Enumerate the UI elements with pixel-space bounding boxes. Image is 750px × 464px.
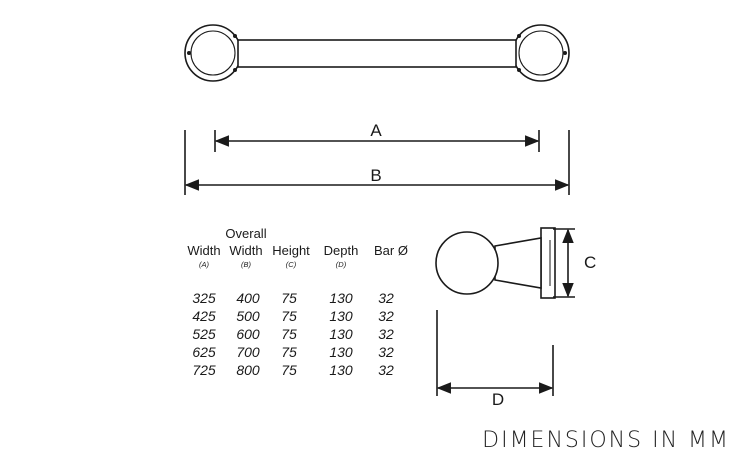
- standoff: [494, 237, 542, 289]
- table-cell: 130: [329, 344, 353, 360]
- header-sub-a: (A): [199, 260, 209, 269]
- table-cell: 75: [281, 344, 297, 360]
- bar-section: [435, 231, 499, 295]
- table-cell: 75: [281, 326, 297, 342]
- table-cell: 700: [236, 344, 260, 360]
- right-flange-outer: [512, 24, 570, 82]
- table-cell: 32: [378, 326, 394, 342]
- left-flange-inner: [190, 30, 236, 76]
- dimension-b: [184, 130, 570, 195]
- bar-top-view: [184, 24, 570, 82]
- table-cell: 600: [236, 326, 260, 342]
- table-cell: 625: [192, 344, 216, 360]
- screw-mark: [233, 68, 237, 72]
- table-cell: 800: [236, 362, 260, 378]
- footer-caption: DIMENSIONS IN MM: [482, 428, 730, 453]
- table-cell: 32: [378, 362, 394, 378]
- table-cell: 130: [329, 326, 353, 342]
- header-top-overall: Overall: [225, 226, 267, 241]
- right-flange-inner: [518, 30, 564, 76]
- table-cell: 130: [329, 308, 353, 324]
- dimension-a: [214, 130, 540, 152]
- bar-tube: [237, 39, 517, 68]
- header-sub-b: (B): [241, 260, 251, 269]
- table-cell: 500: [236, 308, 260, 324]
- table-cell: 75: [281, 290, 297, 306]
- table-cell: 75: [281, 308, 297, 324]
- table-cell: 425: [192, 308, 216, 324]
- dimension-d: [436, 310, 554, 396]
- header-sub-d: (D): [335, 260, 347, 269]
- header-width: Width: [187, 243, 221, 258]
- table-cell: 325: [192, 290, 216, 306]
- screw-mark: [517, 34, 521, 38]
- dimension-c: [553, 228, 575, 298]
- header-height: Height: [272, 243, 310, 258]
- table-cell: 725: [192, 362, 216, 378]
- table-cell: 32: [378, 290, 394, 306]
- bar-side-view: [435, 227, 556, 299]
- screw-mark: [233, 34, 237, 38]
- screw-mark: [517, 68, 521, 72]
- label-a: A: [370, 121, 382, 140]
- table-cell: 130: [329, 290, 353, 306]
- header-overall-width: Width: [229, 243, 263, 258]
- table-cell: 32: [378, 308, 394, 324]
- table-cell: 525: [192, 326, 216, 342]
- screw-mark: [187, 51, 191, 55]
- label-d: D: [491, 390, 505, 409]
- label-c: C: [584, 253, 597, 272]
- wall-plate: [540, 227, 556, 299]
- left-flange-outer: [184, 24, 242, 82]
- table-cell: 75: [281, 362, 297, 378]
- label-b: B: [370, 166, 382, 185]
- header-sub-c: (C): [285, 260, 297, 269]
- header-depth: Depth: [323, 243, 359, 258]
- table-cell: 400: [236, 290, 260, 306]
- table-cell: 130: [329, 362, 353, 378]
- screw-mark: [563, 51, 567, 55]
- header-bar-diameter: Bar Ø: [374, 243, 408, 258]
- table-cell: 32: [378, 344, 394, 360]
